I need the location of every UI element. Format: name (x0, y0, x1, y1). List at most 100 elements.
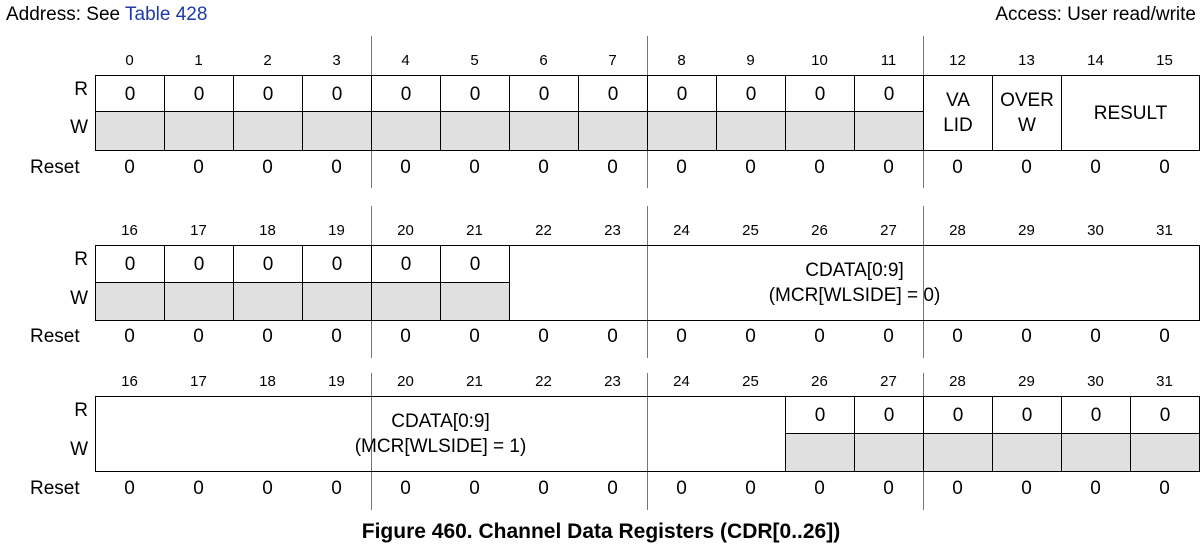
bit-number: 17 (190, 373, 207, 390)
reset-value: 0 (1159, 157, 1170, 178)
bit-number: 17 (190, 222, 207, 239)
read-cell: 0 (578, 75, 648, 112)
register-field: VA LID (923, 75, 993, 151)
write-cell-reserved (716, 111, 786, 151)
reset-value: 0 (1090, 157, 1101, 178)
bit-number: 22 (535, 222, 552, 239)
reset-value: 0 (1159, 326, 1170, 347)
write-cell-reserved (371, 111, 441, 151)
bit-number: 28 (949, 373, 966, 390)
read-cell: 0 (302, 75, 372, 112)
read-cell: 0 (1130, 396, 1200, 434)
write-cell-reserved (923, 433, 993, 472)
read-cell: 0 (992, 396, 1062, 434)
address-value: See (86, 4, 121, 25)
bit-number: 18 (259, 373, 276, 390)
register-field: CDATA[0:9](MCR[WLSIDE] = 0) (509, 245, 1200, 321)
reset-value: 0 (331, 326, 342, 347)
access-header: Access: User read/write (995, 4, 1196, 25)
write-cell-reserved (371, 282, 441, 321)
reset-value: 0 (124, 157, 135, 178)
reset-value: 0 (607, 157, 618, 178)
read-cell: 0 (440, 75, 510, 112)
reset-value: 0 (469, 478, 480, 499)
read-cell: 0 (647, 75, 717, 112)
read-cell: 0 (785, 75, 855, 112)
bit-number: 11 (880, 52, 897, 69)
reset-value: 0 (883, 326, 894, 347)
bit-number: 7 (608, 52, 617, 69)
byte-separator (371, 373, 372, 510)
reset-value: 0 (262, 157, 273, 178)
reset-value: 0 (400, 478, 411, 499)
bit-number: 5 (470, 52, 479, 69)
reset-value: 0 (883, 478, 894, 499)
bit-number: 23 (604, 373, 621, 390)
reset-value: 0 (745, 478, 756, 499)
bit-number: 19 (328, 373, 345, 390)
field-name-line: LID (943, 115, 973, 136)
write-cell-reserved (440, 282, 510, 321)
bit-number: 25 (742, 222, 759, 239)
reset-value: 0 (193, 157, 204, 178)
bit-number: 31 (1156, 373, 1173, 390)
reset-value: 0 (814, 326, 825, 347)
bit-number: 18 (259, 222, 276, 239)
reset-value: 0 (952, 326, 963, 347)
read-cell: 0 (785, 396, 855, 434)
bit-number: 13 (1018, 52, 1035, 69)
field-name-line: OVER (1000, 90, 1054, 111)
field-name-line: VA (946, 90, 970, 111)
read-cell: 0 (854, 75, 924, 112)
read-cell: 0 (95, 75, 165, 112)
reset-value: 0 (676, 157, 687, 178)
bit-number: 25 (742, 373, 759, 390)
row-label-reset: Reset (30, 157, 80, 178)
bit-number: 10 (811, 52, 828, 69)
reset-value: 0 (607, 326, 618, 347)
reset-value: 0 (745, 157, 756, 178)
bit-number: 29 (1018, 222, 1035, 239)
bit-number: 21 (466, 373, 483, 390)
write-cell-reserved (95, 282, 165, 321)
reset-value: 0 (952, 157, 963, 178)
register-field: OVER W (992, 75, 1062, 151)
field-name-line: W (1018, 115, 1036, 136)
reset-value: 0 (1159, 478, 1170, 499)
bit-number: 20 (397, 373, 414, 390)
address-label: Address: (6, 4, 81, 25)
bit-number: 1 (194, 52, 203, 69)
reset-value: 0 (124, 478, 135, 499)
reset-value: 0 (262, 326, 273, 347)
reset-value: 0 (607, 478, 618, 499)
read-cell: 0 (1061, 396, 1131, 434)
read-cell: 0 (923, 396, 993, 434)
read-cell: 0 (302, 245, 372, 283)
bit-number: 4 (401, 52, 410, 69)
write-cell-reserved (95, 111, 165, 151)
read-cell: 0 (95, 245, 165, 283)
row-label-write: W (70, 439, 88, 460)
write-cell-reserved (1130, 433, 1200, 472)
row-label-read: R (74, 79, 88, 100)
reset-value: 0 (538, 326, 549, 347)
bit-number: 0 (125, 52, 134, 69)
bit-number: 31 (1156, 222, 1173, 239)
row-label-read: R (74, 249, 88, 270)
bit-number: 9 (746, 52, 755, 69)
bit-number: 28 (949, 222, 966, 239)
reset-value: 0 (883, 157, 894, 178)
table-428-link[interactable]: Table 428 (125, 4, 208, 25)
read-cell: 0 (164, 245, 234, 283)
figure-caption: Figure 460. Channel Data Registers (CDR[… (361, 520, 841, 543)
reset-value: 0 (193, 326, 204, 347)
reset-value: 0 (814, 157, 825, 178)
write-cell-reserved (302, 282, 372, 321)
row-label-write: W (70, 117, 88, 138)
bit-number: 26 (811, 222, 828, 239)
write-cell-reserved (509, 111, 579, 151)
field-name-line: (MCR[WLSIDE] = 1) (354, 436, 527, 457)
address-header: Address: See Table 428 (6, 4, 207, 26)
row-label-reset: Reset (30, 478, 80, 499)
